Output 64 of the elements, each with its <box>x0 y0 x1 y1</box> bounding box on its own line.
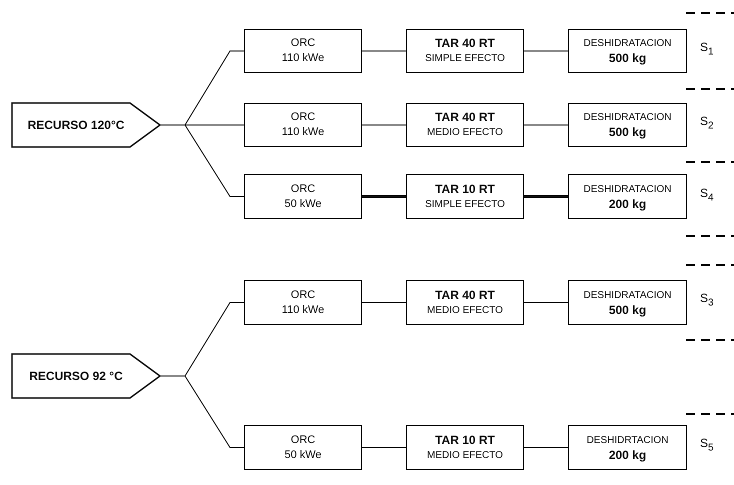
box-text: 110 kWe <box>282 302 324 318</box>
dehydration-box <box>568 103 687 147</box>
connector-line <box>362 302 406 303</box>
resource-label: RECURSO 120°C <box>28 118 124 132</box>
box-text: SIMPLE EFECTO <box>425 52 505 66</box>
connector-line <box>362 447 406 448</box>
box-text: TAR 10 RT <box>435 182 495 196</box>
dehydration-box <box>568 29 687 73</box>
connector-line <box>362 195 406 198</box>
connector-line <box>160 124 244 197</box>
box-text: DESHIDRATACION <box>584 288 672 302</box>
box-text: 110 kWe <box>282 125 324 140</box>
orc-box <box>244 103 362 147</box>
box-text: DESHIDRATACION <box>584 182 672 196</box>
connector-line <box>524 124 568 126</box>
dehydration-box <box>568 280 687 325</box>
dehydration-box <box>568 425 687 470</box>
box-text: 500 kg <box>608 51 646 66</box>
connector-line <box>362 124 406 126</box>
connector-line <box>524 447 568 448</box>
chiller-box <box>406 425 524 470</box>
scenario-label: S$_{1}$ <box>700 40 714 58</box>
box-text: MEDIO EFECTO <box>427 126 503 140</box>
connector-line <box>362 50 406 52</box>
box-text: 50 kWe <box>284 196 322 212</box>
chiller-box <box>406 103 524 147</box>
box-text: TAR 40 RT <box>435 110 495 125</box>
chiller-box <box>406 29 524 73</box>
box-text: MEDIO EFECTO <box>427 304 503 318</box>
chiller-box <box>406 174 524 219</box>
connector-line <box>524 50 568 52</box>
scenario-label: S$_{5}$ <box>700 436 714 454</box>
box-text: ORC <box>290 432 316 448</box>
box-text: DESHIDRTACION <box>586 434 668 448</box>
orc-box <box>244 29 362 73</box>
box-text: 200 kg <box>608 448 646 462</box>
connector-line <box>160 376 244 448</box>
connector-line <box>524 302 568 303</box>
box-text: 200 kg <box>608 196 646 212</box>
box-text: TAR 10 RT <box>435 432 495 448</box>
resource-label: RECURSO 92 °C <box>29 368 123 384</box>
chiller-box <box>406 280 524 325</box>
box-text: TAR 40 RT <box>435 36 495 51</box>
box-text: ORC <box>290 36 316 51</box>
box-text: 500 kg <box>608 125 646 140</box>
box-text: ORC <box>290 182 316 196</box>
orc-box <box>244 174 362 219</box>
box-text: MEDIO EFECTO <box>427 448 503 462</box>
scenario-label: S$_{4}$ <box>700 186 714 204</box>
scenario-label: S$_{2}$ <box>700 114 714 132</box>
box-text: ORC <box>290 110 316 125</box>
box-text: DESHIDRATACION <box>584 37 672 51</box>
box-text: SIMPLE EFECTO <box>425 198 505 212</box>
scenario-label: S$_{3}$ <box>700 291 714 308</box>
box-text: 500 kg <box>608 302 646 318</box>
box-text: DESHIDRATACION <box>584 111 672 125</box>
dehydration-box <box>568 174 687 219</box>
box-text: 50 kWe <box>284 448 322 462</box>
orc-box <box>244 425 362 470</box>
box-text: 110 kWe <box>282 51 324 66</box>
connector-line <box>524 195 568 198</box>
box-text: TAR 40 RT <box>435 288 495 302</box>
box-text: ORC <box>290 288 316 302</box>
orc-box <box>244 280 362 325</box>
